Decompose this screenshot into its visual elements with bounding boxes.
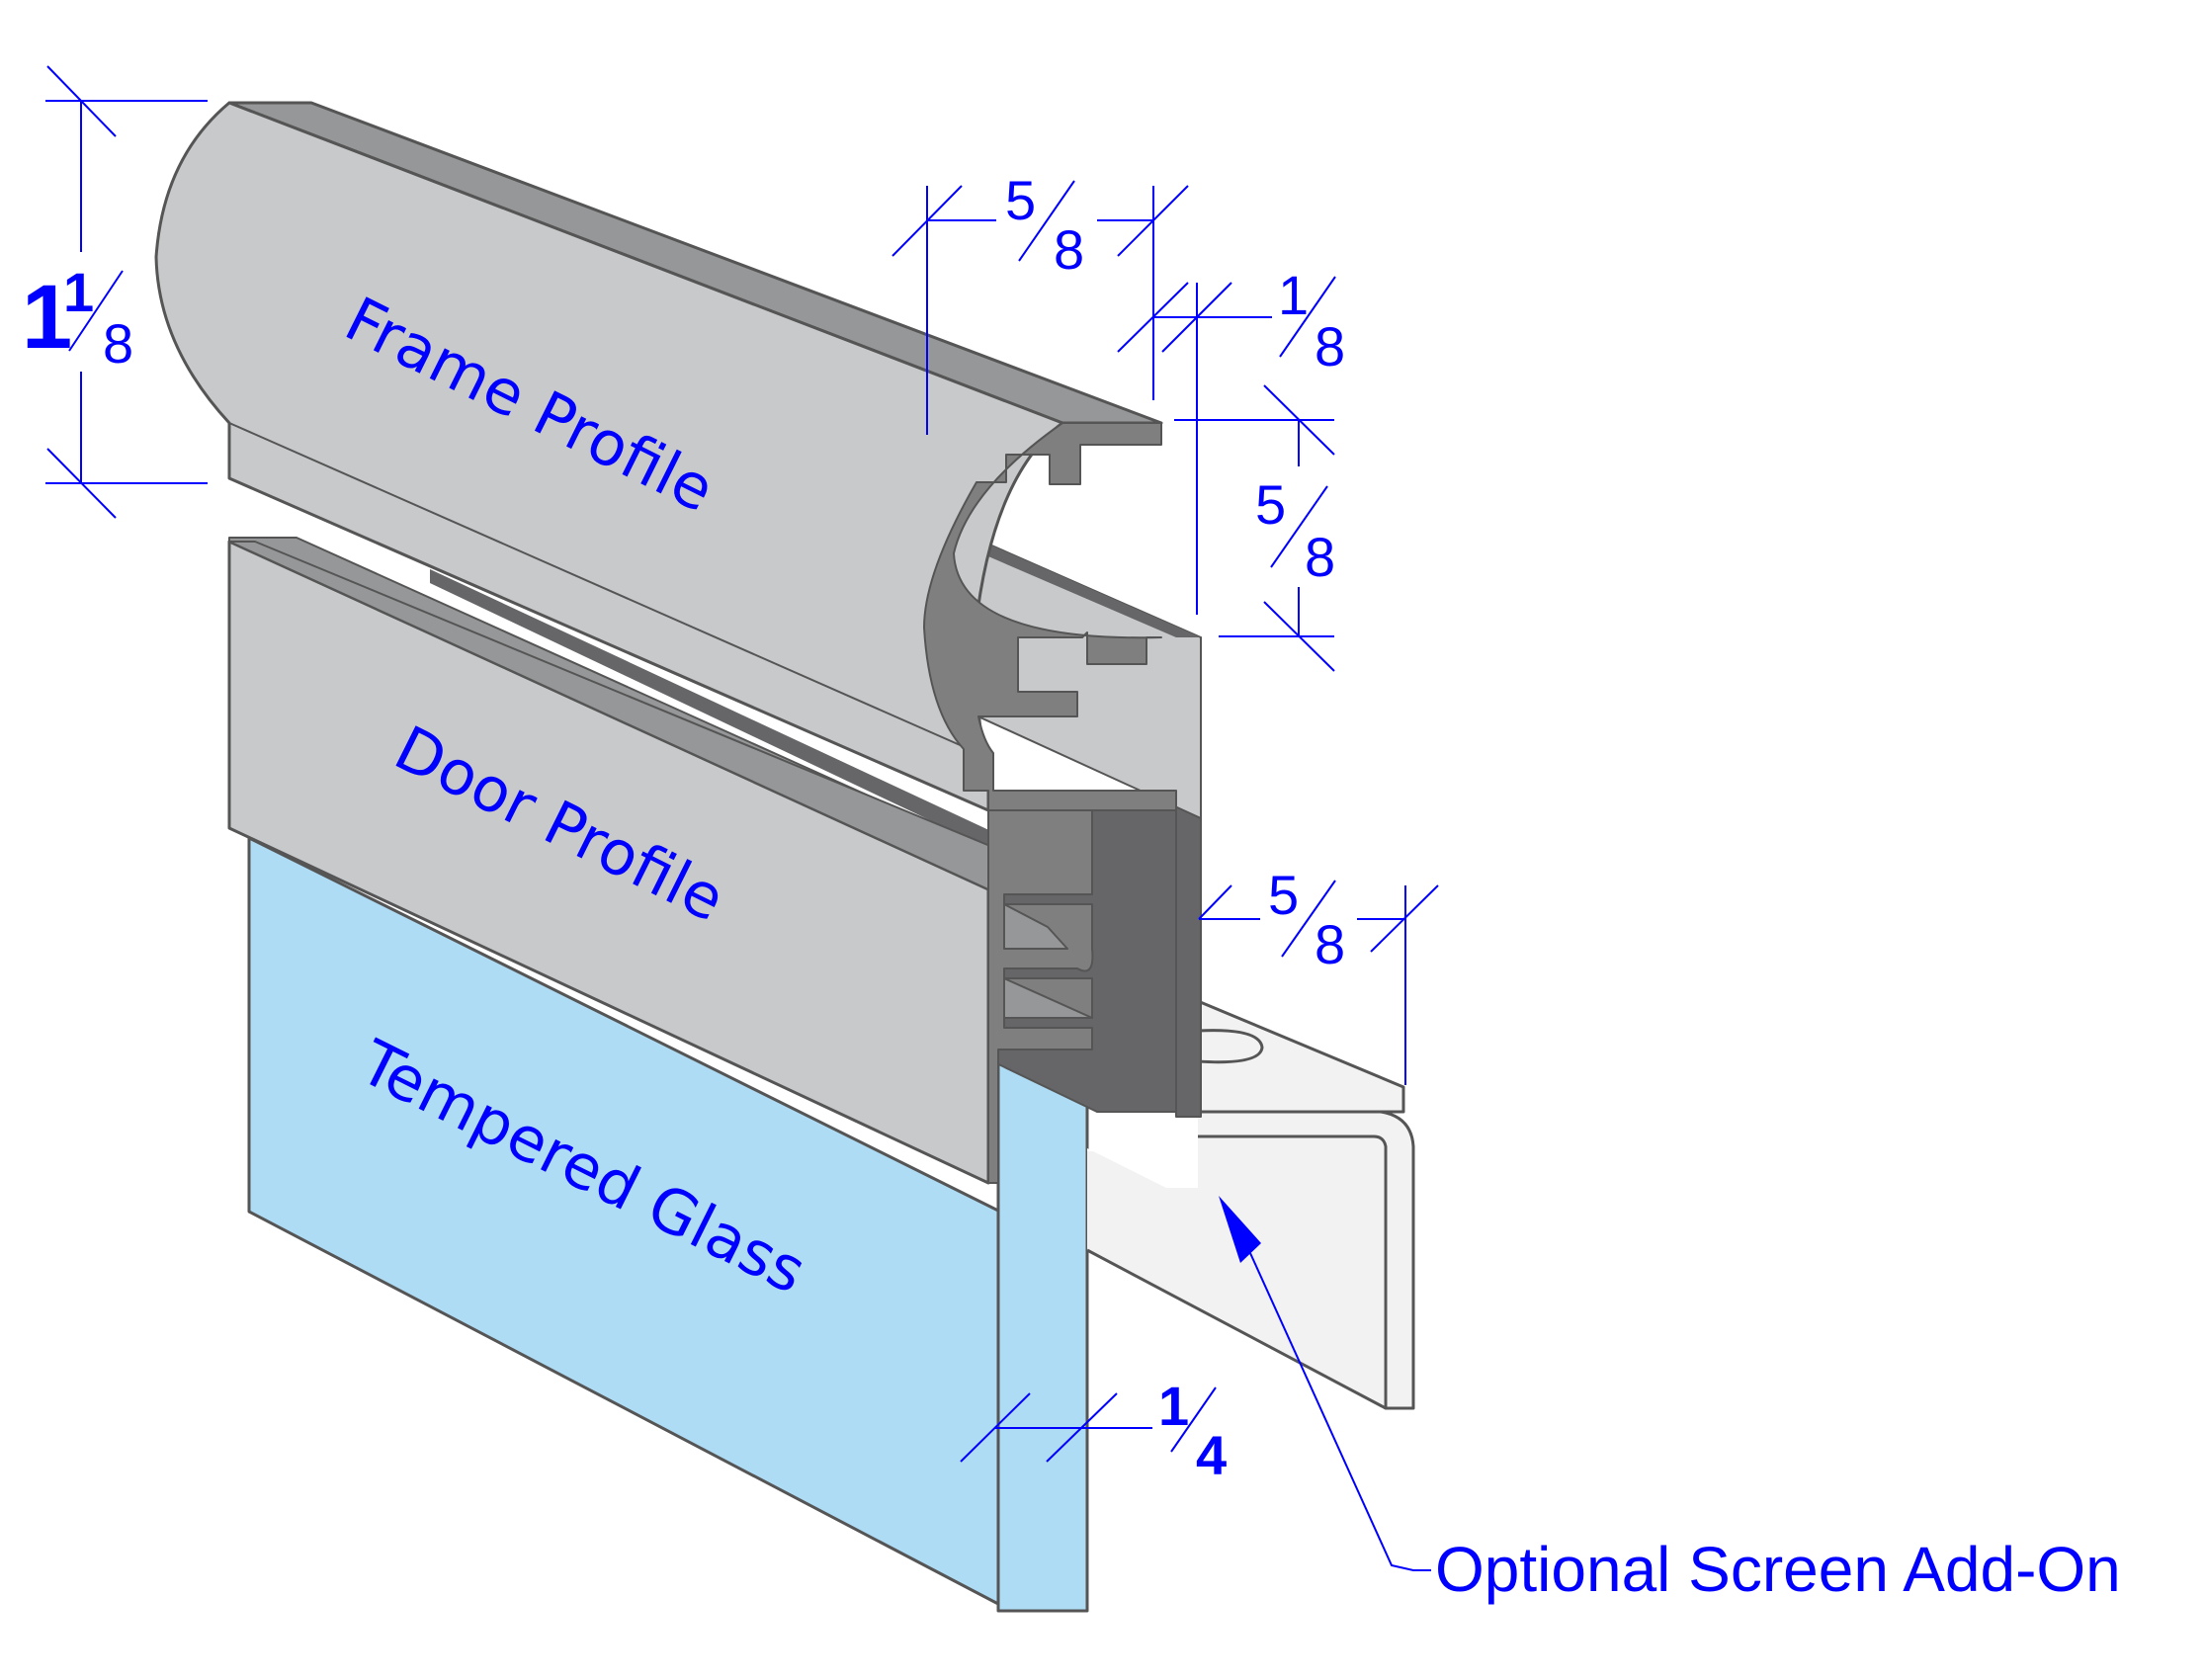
dim-gap-den: 8 xyxy=(1315,315,1345,378)
dim-glass-thickness: 1 4 xyxy=(960,1375,1227,1486)
dim-frame-height-whole: 1 xyxy=(22,267,72,368)
dim-frame-lip-width-den: 8 xyxy=(1054,218,1084,281)
door-channel-inner-2 xyxy=(1003,977,1093,1019)
tempered-glass xyxy=(247,836,1089,1613)
frame-inner-dark xyxy=(924,516,1201,637)
screen-outer-edge xyxy=(1198,1110,1415,1410)
dim-screen-offset-den: 8 xyxy=(1315,913,1345,975)
dim-door-channel-height: 5 8 xyxy=(1174,384,1335,672)
dim-door-channel-height-den: 8 xyxy=(1305,526,1335,588)
dim-frame-height-num: 1 xyxy=(63,261,94,323)
dim-door-channel-height-num: 5 xyxy=(1255,473,1286,536)
dim-glass-thickness-num: 1 xyxy=(1158,1375,1189,1437)
screen-top-flange xyxy=(1196,999,1405,1114)
dim-glass-thickness-den: 4 xyxy=(1196,1424,1227,1486)
screen-shadow xyxy=(1087,1148,1198,1188)
leader-arrow-icon xyxy=(1219,1196,1261,1263)
glass-edge xyxy=(996,1038,1089,1613)
screen-add-on xyxy=(1086,999,1415,1410)
dim-frame-height-den: 8 xyxy=(103,312,133,375)
label-optional-screen-add-on: Optional Screen Add-On xyxy=(1435,1534,2121,1605)
dim-gap-num: 1 xyxy=(1278,264,1309,326)
door-profile xyxy=(227,537,1202,1185)
dim-frame-height: 1 1 8 xyxy=(22,65,208,519)
dim-gap: 1 8 xyxy=(1117,264,1345,615)
screen-leader: Optional Screen Add-On xyxy=(1219,1196,2121,1605)
frame-section xyxy=(923,422,1177,811)
screen-bottom-edge xyxy=(1086,1248,1387,1410)
screen-slot-hole xyxy=(1197,1029,1264,1064)
dim-frame-lip-width-num: 5 xyxy=(1005,169,1036,231)
door-channel-inner-1 xyxy=(1003,903,1068,950)
dim-screen-offset-num: 5 xyxy=(1268,864,1299,926)
dim-screen-offset: 5 8 xyxy=(1198,864,1439,1085)
screen-face xyxy=(1087,1112,1384,1408)
frame-step-line xyxy=(228,422,975,752)
dim-frame-lip-width: 5 8 xyxy=(891,169,1189,435)
frame-profile xyxy=(154,101,1202,819)
